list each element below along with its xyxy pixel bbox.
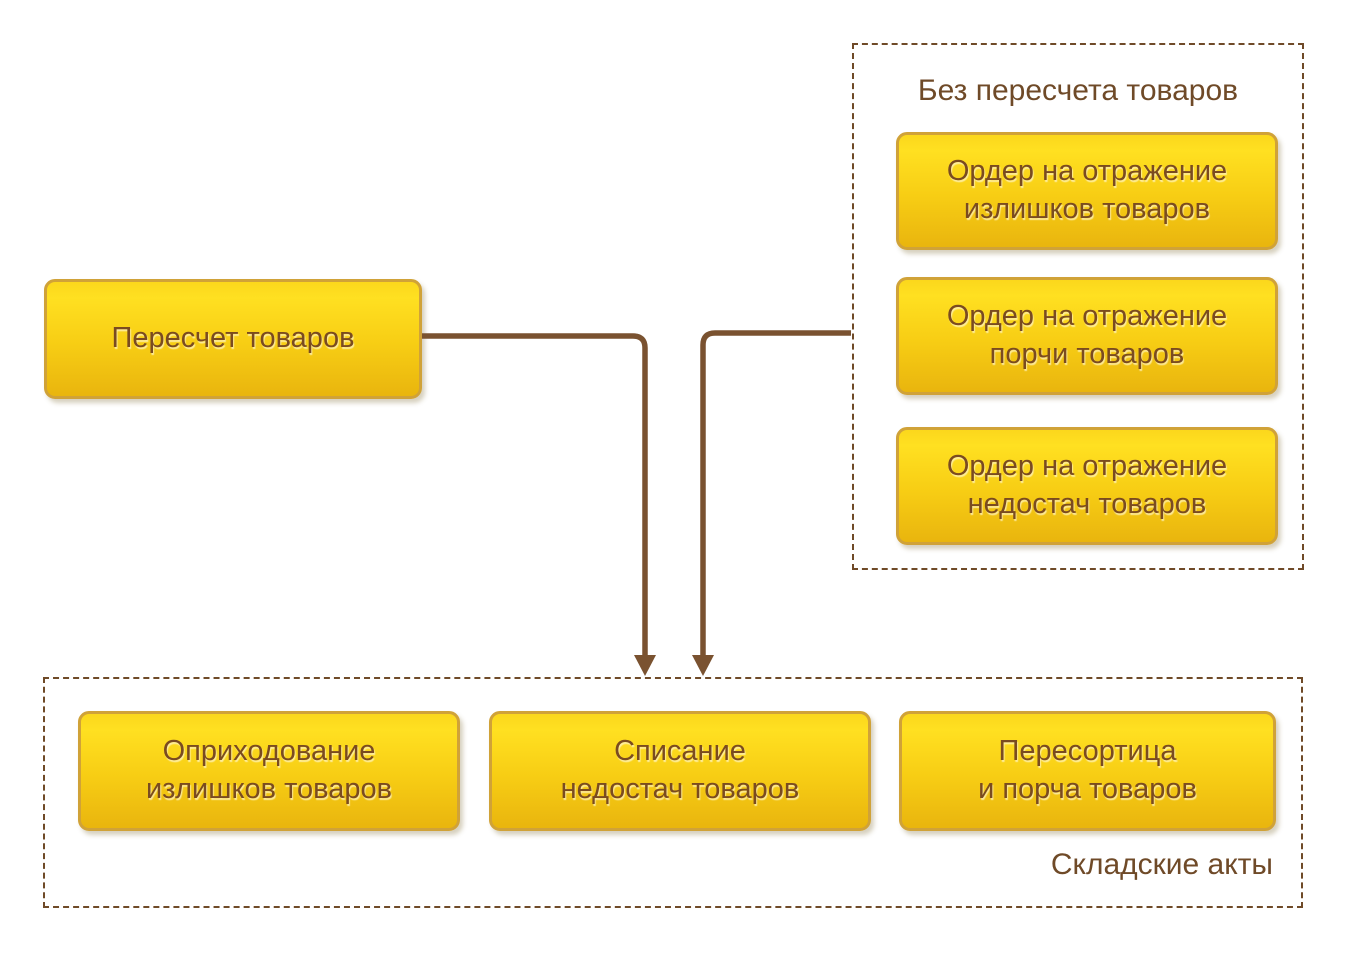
node-regrading-spoilage: Пересортица и порча товаров: [899, 711, 1276, 831]
connector-recount-to-acts: [422, 333, 648, 657]
node-order-surplus-goods-label: Ордер на отражение излишков товаров: [946, 155, 1228, 225]
node-order-shortage-goods: Ордер на отражение недостач товаров: [896, 427, 1278, 545]
group-warehouse-acts: Оприходование излишков товаров Списание …: [43, 677, 1303, 908]
node-recount-goods: Пересчет товаров: [44, 279, 422, 399]
node-regrading-spoilage-label: Пересортица и порча товаров: [978, 735, 1197, 805]
group-warehouse-acts-title: Складские акты: [1050, 848, 1273, 881]
node-capitalization-surplus: Оприходование излишков товаров: [78, 711, 460, 831]
node-order-spoilage-goods: Ордер на отражение порчи товаров: [896, 277, 1278, 395]
group-without-recount: Без пересчета товаров Ордер на отражение…: [852, 43, 1304, 570]
node-writeoff-shortage-label: Списание недостач товаров: [560, 735, 800, 805]
node-capitalization-surplus-label: Оприходование излишков товаров: [145, 735, 393, 805]
node-order-surplus-goods: Ордер на отражение излишков товаров: [896, 132, 1278, 250]
arrowhead-down-icon: [634, 655, 656, 676]
node-order-spoilage-goods-label: Ордер на отражение порчи товаров: [946, 300, 1228, 370]
connector-orders-to-acts: [700, 330, 851, 657]
node-order-shortage-goods-label: Ордер на отражение недостач товаров: [946, 450, 1228, 520]
group-without-recount-title: Без пересчета товаров: [917, 74, 1239, 107]
arrowhead-down-icon: [692, 655, 714, 676]
node-recount-goods-label: Пересчет товаров: [111, 322, 355, 355]
node-writeoff-shortage: Списание недостач товаров: [489, 711, 871, 831]
